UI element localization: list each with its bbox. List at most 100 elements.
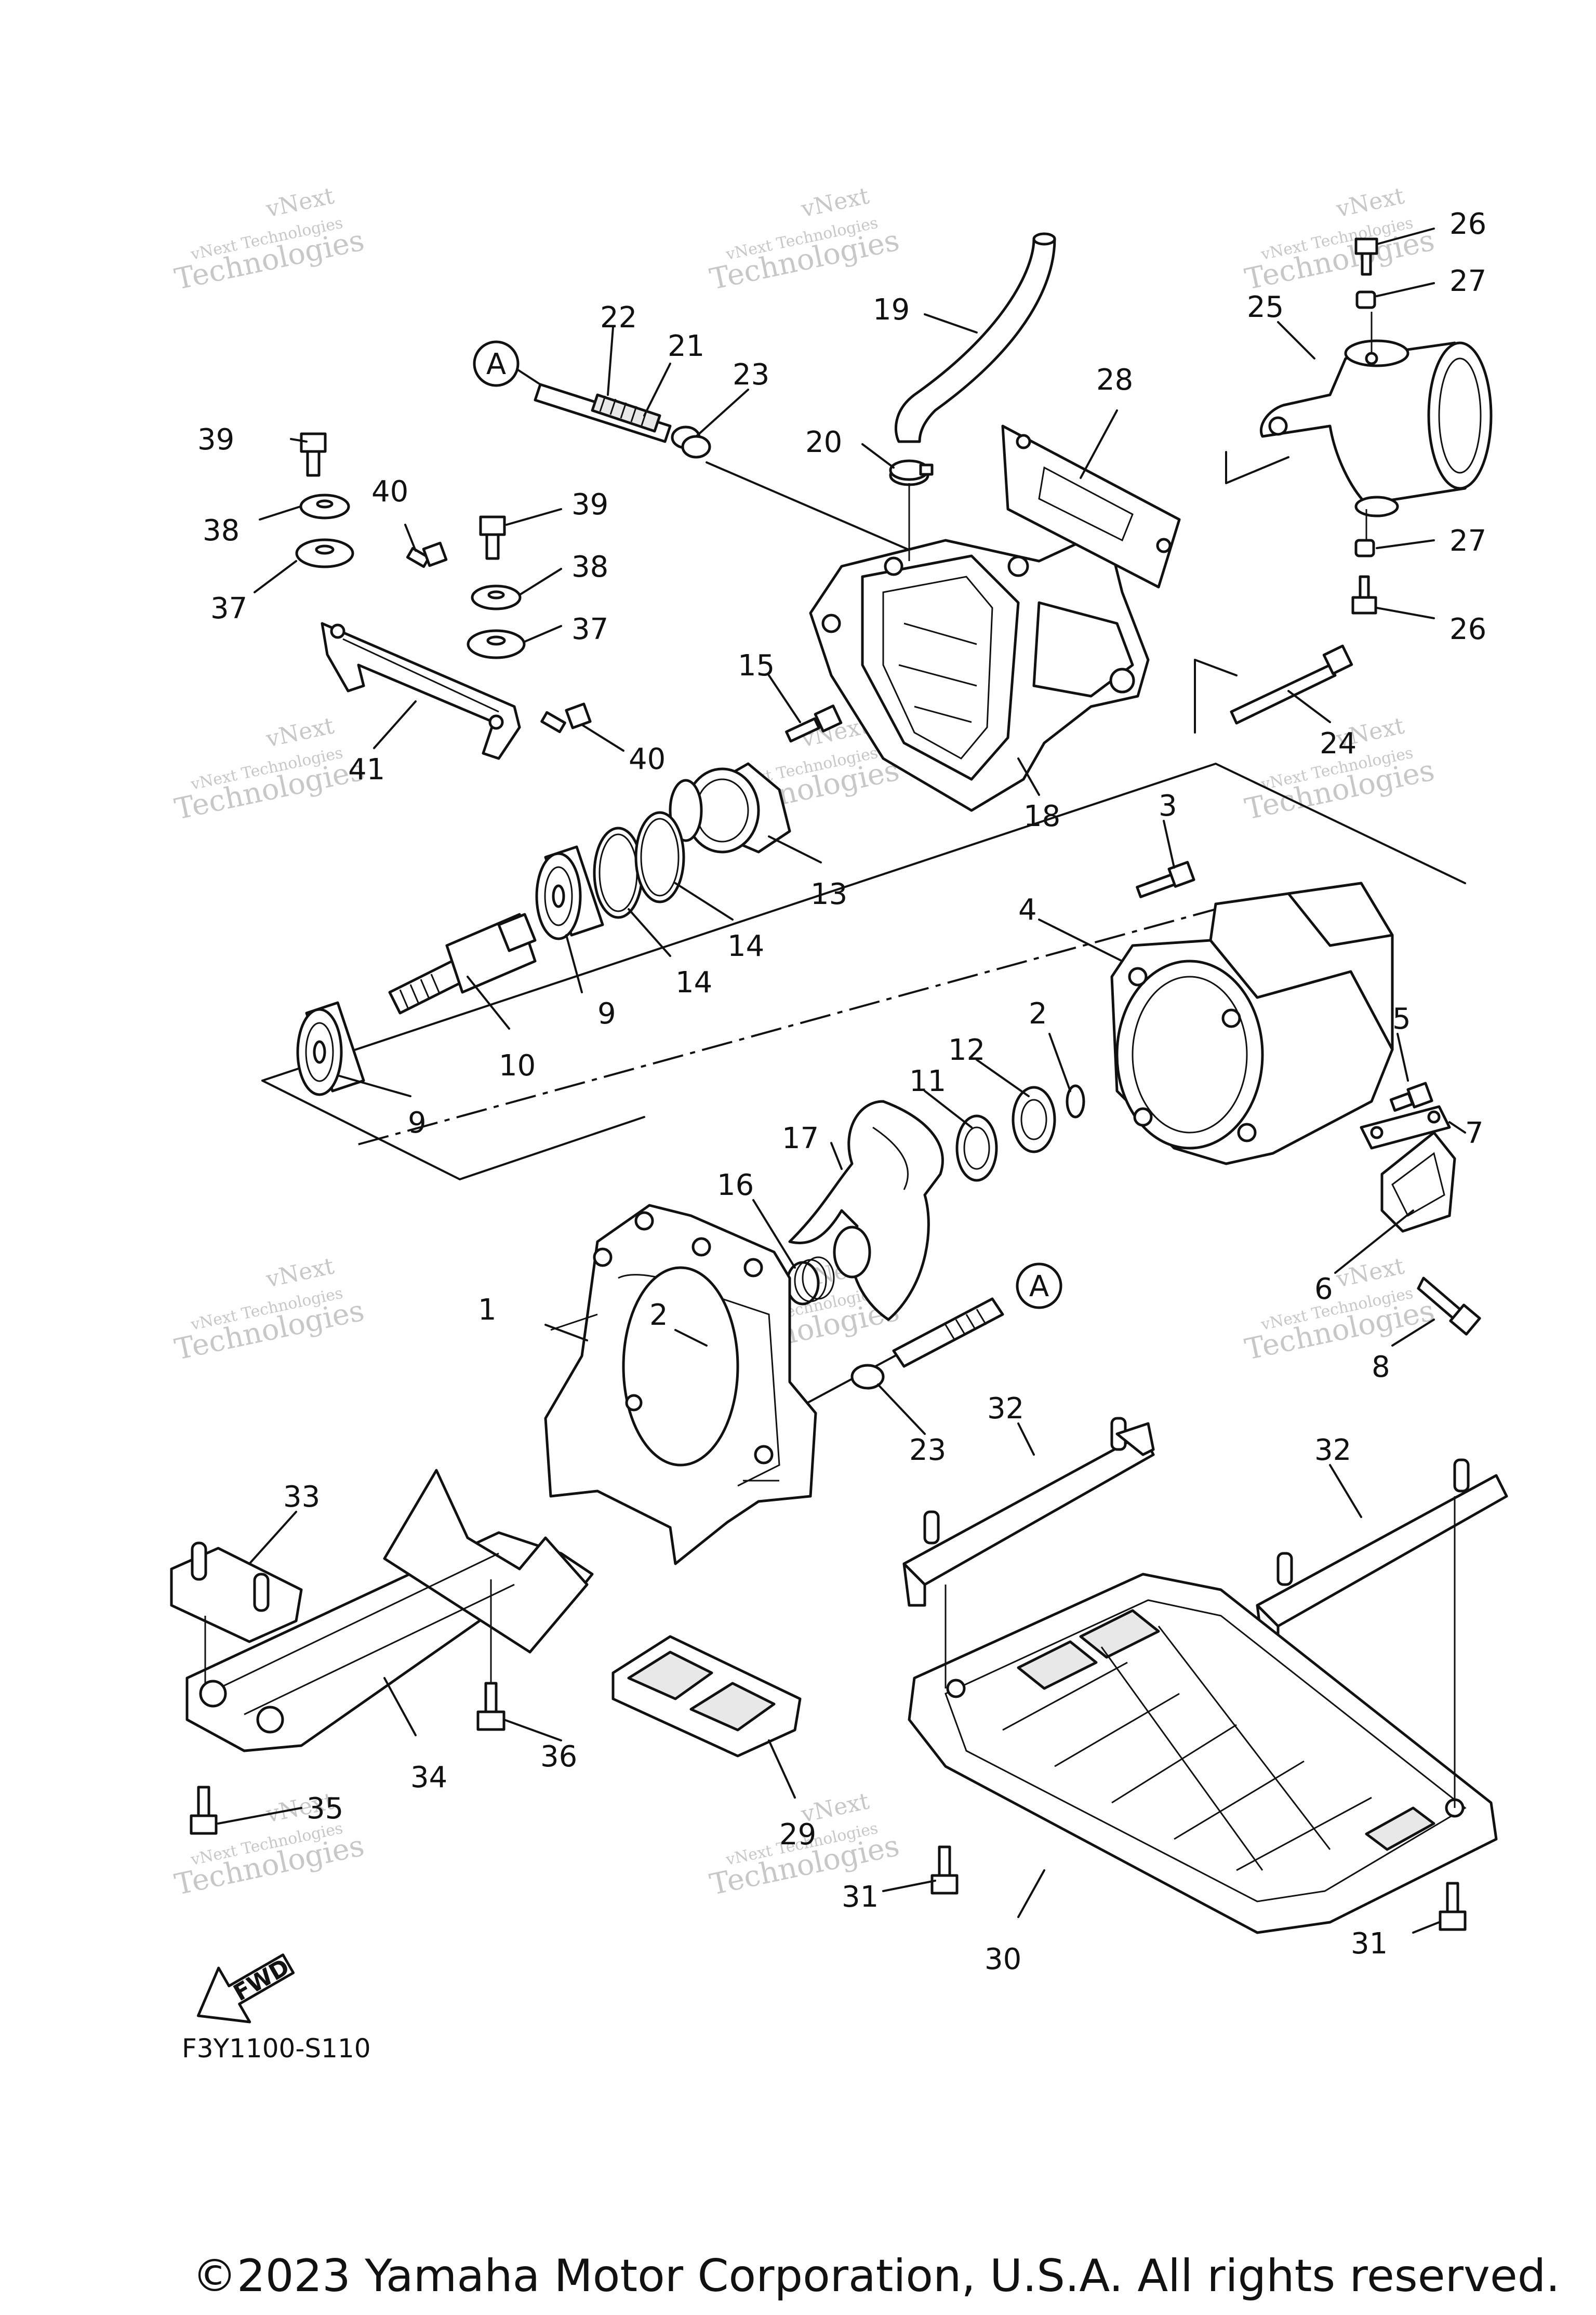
- callout-15: 15: [738, 649, 775, 683]
- bolt-39-left: [300, 432, 327, 477]
- copyright-footer: ©2023 Yamaha Motor Corporation, U.S.A. A…: [192, 2250, 1560, 2302]
- bolt-39-right: [479, 515, 506, 560]
- callout-23: 23: [909, 1433, 946, 1467]
- bolt-5: [1389, 1082, 1433, 1112]
- watermark: vNext vNext Technologies Technologies: [172, 1253, 367, 1367]
- callout-4: 4: [1018, 893, 1037, 927]
- bolt-8: [1417, 1276, 1481, 1336]
- callout-30: 30: [985, 1943, 1021, 1976]
- cable-21-22: [534, 383, 701, 449]
- plate-7: [1360, 1105, 1451, 1150]
- rail-32-left: [902, 1417, 1155, 1607]
- callout-1: 1: [478, 1293, 497, 1327]
- callout-26: 26: [1449, 613, 1486, 646]
- callout-39: 39: [571, 488, 608, 522]
- bolt-31-left: [930, 1845, 959, 1895]
- part-callouts: 1 2 2 3 4 5 6 7 8 9 9 10 11 12 13 14 14 …: [197, 207, 1486, 1976]
- intake-grate-30: [908, 1573, 1498, 1934]
- housing-1: [544, 1204, 817, 1565]
- callout-7: 7: [1465, 1116, 1484, 1150]
- impeller-housing-4: [1110, 882, 1394, 1165]
- bushing-27-bottom: [1354, 539, 1375, 557]
- callout-28: 28: [1096, 363, 1133, 397]
- washer-38-left: [299, 494, 350, 520]
- callout-19: 19: [873, 293, 910, 327]
- watermark: vNext vNext Technologies Technologies: [1242, 182, 1438, 297]
- long-bolt-24: [1230, 644, 1353, 725]
- plate-28: [1001, 424, 1181, 589]
- bearing-housing-13: [669, 762, 791, 854]
- callout-12: 12: [948, 1033, 985, 1067]
- callout-34: 34: [410, 1761, 447, 1794]
- callout-10: 10: [499, 1049, 536, 1083]
- pin-2-upper: [1066, 1084, 1085, 1119]
- fwd-arrow-icon: FWD: [196, 1953, 295, 2024]
- watermark: vNext vNext Technologies Technologies: [1242, 712, 1438, 827]
- svg-text:A: A: [486, 348, 506, 381]
- clamp-23-top: [681, 435, 711, 459]
- callout-16: 16: [717, 1168, 754, 1202]
- bolt-35: [190, 1786, 218, 1835]
- bolt-36: [476, 1682, 506, 1731]
- watermark: vNext vNext Technologies Technologies: [172, 712, 367, 827]
- callout-11: 11: [909, 1065, 946, 1098]
- callout-27: 27: [1449, 524, 1486, 558]
- callout-31: 31: [842, 1880, 879, 1914]
- bracket-41: [321, 622, 521, 760]
- bolt-26-top: [1354, 237, 1378, 276]
- callout-13: 13: [810, 877, 847, 911]
- mounting-guides: [204, 312, 1456, 1808]
- callout-33: 33: [283, 1480, 320, 1514]
- o-ring-14-a: [593, 827, 644, 919]
- cable-end-lower: [892, 1297, 1004, 1368]
- washer-37-left: [295, 538, 354, 568]
- spring-16: [786, 1256, 835, 1306]
- callout-14: 14: [727, 929, 764, 963]
- watermark: vNext vNext Technologies Technologies: [172, 182, 367, 297]
- bolt-40-top: [406, 541, 448, 568]
- callout-5: 5: [1392, 1002, 1411, 1036]
- callout-31: 31: [1351, 1927, 1388, 1961]
- callout-8: 8: [1372, 1350, 1390, 1384]
- callout-6: 6: [1314, 1272, 1333, 1306]
- grate-29: [611, 1635, 802, 1758]
- o-ring-14-b: [634, 811, 685, 903]
- callout-38: 38: [571, 550, 608, 584]
- callout-39: 39: [197, 423, 234, 457]
- cover-6: [1380, 1131, 1456, 1233]
- callout-37: 37: [210, 592, 247, 626]
- washer-38-right: [471, 584, 522, 610]
- callout-2: 2: [1029, 997, 1047, 1031]
- watermark: vNext vNext Technologies Technologies: [1242, 1253, 1438, 1367]
- callout-21: 21: [668, 329, 704, 363]
- callout-26: 26: [1449, 207, 1486, 241]
- callout-41: 41: [348, 753, 385, 787]
- bolt-3: [1136, 861, 1195, 898]
- callout-2: 2: [649, 1298, 668, 1332]
- callout-20: 20: [805, 425, 842, 459]
- hose-19: [895, 232, 1056, 443]
- callout-35: 35: [307, 1792, 343, 1826]
- callout-40: 40: [629, 742, 666, 776]
- callout-9: 9: [408, 1106, 427, 1140]
- rail-32-right: [1256, 1458, 1508, 1648]
- bearing-9-lower: [296, 1001, 365, 1096]
- diagram-code: F3Y1100-S110: [182, 2033, 371, 2064]
- bolt-26-bottom: [1351, 575, 1377, 615]
- callout-18: 18: [1023, 800, 1060, 833]
- reference-marker-a-bottom: A: [1016, 1262, 1062, 1309]
- callout-40: 40: [371, 475, 408, 509]
- bearing-11: [955, 1114, 998, 1182]
- mount-33: [170, 1541, 303, 1643]
- callout-36: 36: [540, 1740, 577, 1774]
- callout-37: 37: [571, 613, 608, 646]
- washer-37-right: [467, 629, 526, 659]
- callout-32: 32: [1314, 1433, 1351, 1467]
- impeller-17: [788, 1100, 944, 1321]
- bushing-27-top: [1355, 290, 1376, 309]
- clamp-23-bottom: [850, 1364, 885, 1390]
- nozzle-25: [1259, 339, 1493, 517]
- callout-9: 9: [597, 997, 616, 1031]
- svg-text:FWD: FWD: [229, 1953, 294, 2006]
- callout-38: 38: [203, 514, 240, 548]
